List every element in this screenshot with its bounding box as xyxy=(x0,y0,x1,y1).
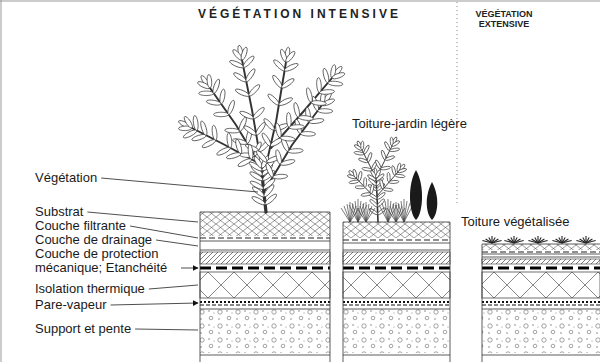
grass-tuft xyxy=(379,199,397,222)
plant xyxy=(347,136,407,222)
sedum-plant xyxy=(482,236,501,243)
cypress xyxy=(427,182,438,220)
layer-label: Couche filtrante xyxy=(35,219,126,233)
layer-label: Végétation xyxy=(35,171,97,185)
sedum-plant xyxy=(576,236,595,243)
sedum-plant xyxy=(528,236,547,243)
roof-type-label: Toiture-jardin légère xyxy=(352,117,467,131)
leader-line xyxy=(101,178,258,192)
layer-label: Pare-vapeur xyxy=(35,298,107,312)
leader-line xyxy=(156,240,198,246)
cypress xyxy=(410,170,422,220)
roof-section xyxy=(343,222,450,362)
layer-label: Support et pente xyxy=(35,322,131,336)
grass-tuft xyxy=(341,202,359,222)
leader-line xyxy=(135,329,198,330)
layer-label: Isolation thermique xyxy=(35,282,145,296)
layer-label: Substrat xyxy=(35,205,83,219)
sedum-plant xyxy=(552,236,571,243)
roof-section xyxy=(482,244,600,362)
roof-type-label: Toiture végétalisée xyxy=(461,215,569,229)
leader-line xyxy=(111,303,198,305)
grass-tuft xyxy=(357,202,375,222)
roof-section xyxy=(200,212,330,362)
leader-line xyxy=(181,268,198,269)
layer-label: Couche de protection mécanique; Etanchéi… xyxy=(35,247,177,275)
column-heading: VÉGÉTATION EXTENSIVE xyxy=(468,9,540,29)
layer-label: Couche de drainage xyxy=(35,233,152,247)
column-heading: VÉGÉTATION INTENSIVE xyxy=(198,7,401,21)
grass-tuft xyxy=(349,199,367,222)
sedum-plant xyxy=(504,236,523,243)
leader-line xyxy=(149,285,198,289)
grass-tuft xyxy=(387,202,405,222)
